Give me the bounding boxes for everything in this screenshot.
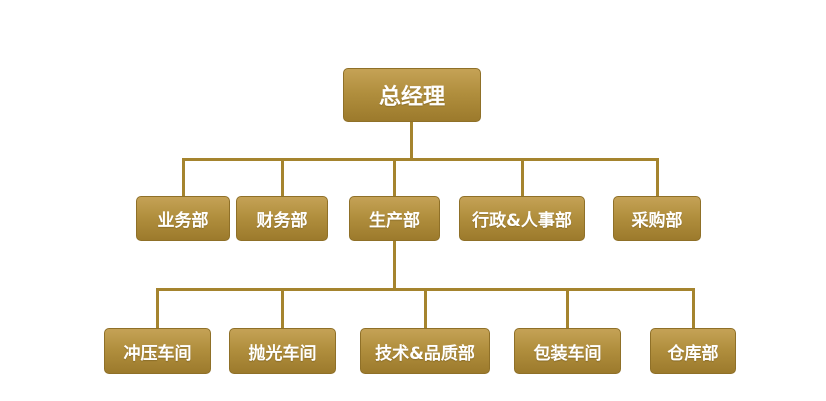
connector-drop-admin-hr-dept [521,158,524,196]
node-purchasing-dept: 采购部 [613,196,701,241]
connector-drop-production-dept [393,158,396,196]
node-business-dept: 业务部 [136,196,230,241]
node-production-dept: 生产部 [349,196,440,241]
connector-drop-purchasing-dept [656,158,659,196]
node-stamping-workshop: 冲压车间 [104,328,211,374]
connector-drop-polishing-workshop [281,288,284,328]
connector-root-drop [410,122,413,158]
connector-drop-finance-dept [281,158,284,196]
node-warehouse-dept: 仓库部 [650,328,736,374]
connector-production-drop [393,241,396,288]
node-finance-dept: 财务部 [236,196,328,241]
node-packing-workshop: 包装车间 [514,328,621,374]
node-polishing-workshop: 抛光车间 [229,328,336,374]
node-tech-quality-dept: 技术&品质部 [360,328,490,374]
connector-drop-warehouse-dept [692,288,695,328]
connector-drop-stamping-workshop [156,288,159,328]
connector-level2-rail [182,158,658,161]
connector-drop-tech-quality-dept [424,288,427,328]
connector-drop-packing-workshop [566,288,569,328]
node-general-manager: 总经理 [343,68,481,122]
connector-drop-business-dept [182,158,185,196]
node-admin-hr-dept: 行政&人事部 [459,196,585,241]
